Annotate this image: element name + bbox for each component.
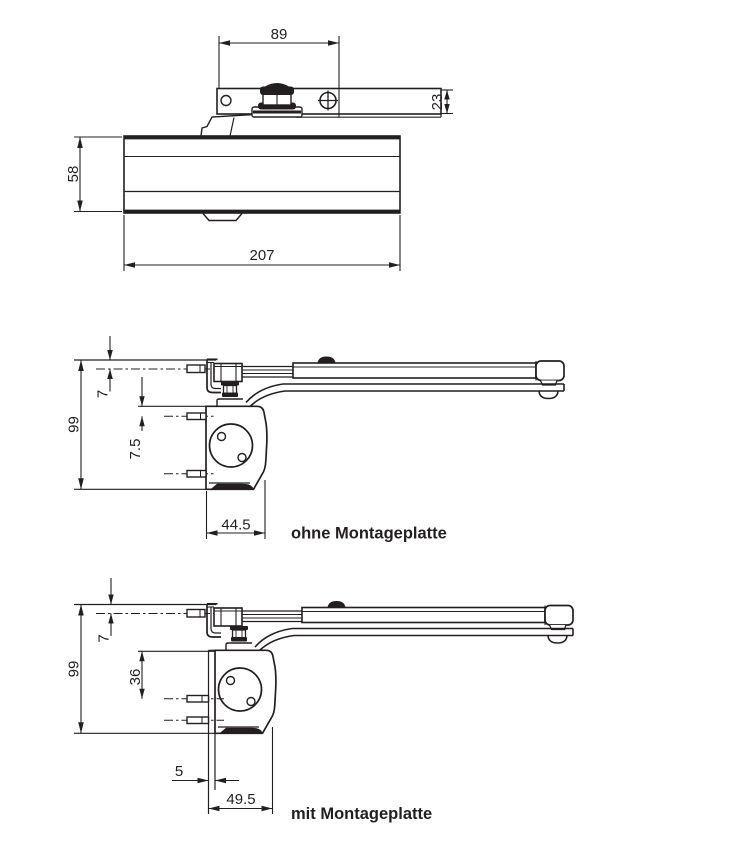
front-view-arm-shoulder xyxy=(200,111,295,137)
caption-ohne-montageplatte: ohne Montageplatte xyxy=(291,525,447,543)
valve-hole xyxy=(246,696,256,707)
dim-23: 23 xyxy=(429,89,453,115)
valve-boss-circle xyxy=(217,667,263,712)
front-view-body xyxy=(123,135,401,222)
side-view-no-plate: 99 7 7.5 44.5 ohne Montageplatte xyxy=(66,336,565,543)
fixing-screw xyxy=(186,694,210,703)
spindle-boss xyxy=(216,398,243,406)
plate-hole xyxy=(220,94,232,107)
spindle-boss xyxy=(225,642,252,651)
dim-99-no-plate: 99 xyxy=(66,360,207,490)
valve-hole xyxy=(225,675,236,686)
door-bracket xyxy=(206,358,221,394)
dim-44p5: 44.5 xyxy=(205,480,266,539)
dim-7-with-plate: 7 xyxy=(96,578,114,643)
dim-49p5-label: 49.5 xyxy=(226,791,255,808)
dim-89: 89 xyxy=(218,26,340,117)
dim-207-label: 207 xyxy=(249,247,274,264)
adjustment-screw-dome xyxy=(317,356,336,363)
dim-7-label: 7 xyxy=(95,390,112,398)
dim-58-label: 58 xyxy=(65,166,82,183)
front-view: 89 23 58 207 xyxy=(65,26,453,271)
main-arm-band xyxy=(245,383,564,404)
arm-tube xyxy=(301,606,546,624)
fixing-screw xyxy=(186,469,207,478)
arm-end-cap xyxy=(535,360,565,382)
arm-assembly-with-plate xyxy=(74,601,574,652)
front-view-mounting-plate-bar xyxy=(216,83,442,118)
dim-207: 207 xyxy=(123,215,401,271)
dim-23-label: 23 xyxy=(429,94,446,111)
arm-elbow-bump xyxy=(538,390,559,400)
caption-mit-montageplatte: mit Montageplatte xyxy=(291,805,432,823)
dim-5-label: 5 xyxy=(175,763,183,780)
arm-pivot-block xyxy=(213,362,243,383)
valve-notch xyxy=(202,213,243,222)
dim-7p5: 7.5 xyxy=(127,377,206,459)
door-bracket xyxy=(206,602,221,638)
dim-5: 5 xyxy=(172,763,239,784)
arm-rod xyxy=(242,610,302,623)
main-arm-band xyxy=(254,627,573,648)
cross-screw xyxy=(318,90,338,111)
pivot-bolt xyxy=(251,83,303,118)
dim-99-label-2: 99 xyxy=(66,661,83,678)
spindle-nut xyxy=(230,626,248,642)
valve-hole xyxy=(216,431,227,442)
arm-pivot-block xyxy=(213,607,243,627)
adjustment-screw-dome xyxy=(327,601,346,608)
fixing-screw xyxy=(186,412,207,421)
arm-end-cap xyxy=(544,604,574,626)
side-view-with-plate: 99 7 36 5 49.5 xyxy=(66,578,574,823)
valve-boss-circle xyxy=(208,423,254,468)
dim-36-label: 36 xyxy=(127,669,144,686)
arm-assembly-no-plate xyxy=(74,356,565,407)
closer-body-with-plate xyxy=(164,649,277,735)
mounting-plate xyxy=(207,649,216,814)
bracket-screw xyxy=(186,608,206,618)
spindle-nut xyxy=(221,381,239,397)
dim-89-label: 89 xyxy=(271,26,288,43)
arm-rod xyxy=(242,365,293,378)
fixing-screw xyxy=(186,716,210,725)
bracket-screw xyxy=(186,364,206,374)
dim-99-with-plate: 99 xyxy=(66,604,215,734)
dim-58: 58 xyxy=(65,136,122,213)
dim-99-label: 99 xyxy=(66,416,83,433)
dim-7p5-label: 7.5 xyxy=(127,439,144,460)
dim-44p5-label: 44.5 xyxy=(221,517,250,534)
dim-36: 36 xyxy=(127,650,215,699)
arm-elbow-bump xyxy=(547,635,568,644)
closer-body-no-plate xyxy=(164,405,268,491)
arm-tube xyxy=(292,362,537,379)
dim-49p5: 49.5 xyxy=(208,727,274,814)
dim-7-label-2: 7 xyxy=(96,634,113,642)
dim-7-no-plate: 7 xyxy=(95,336,113,398)
valve-hole xyxy=(237,452,247,463)
